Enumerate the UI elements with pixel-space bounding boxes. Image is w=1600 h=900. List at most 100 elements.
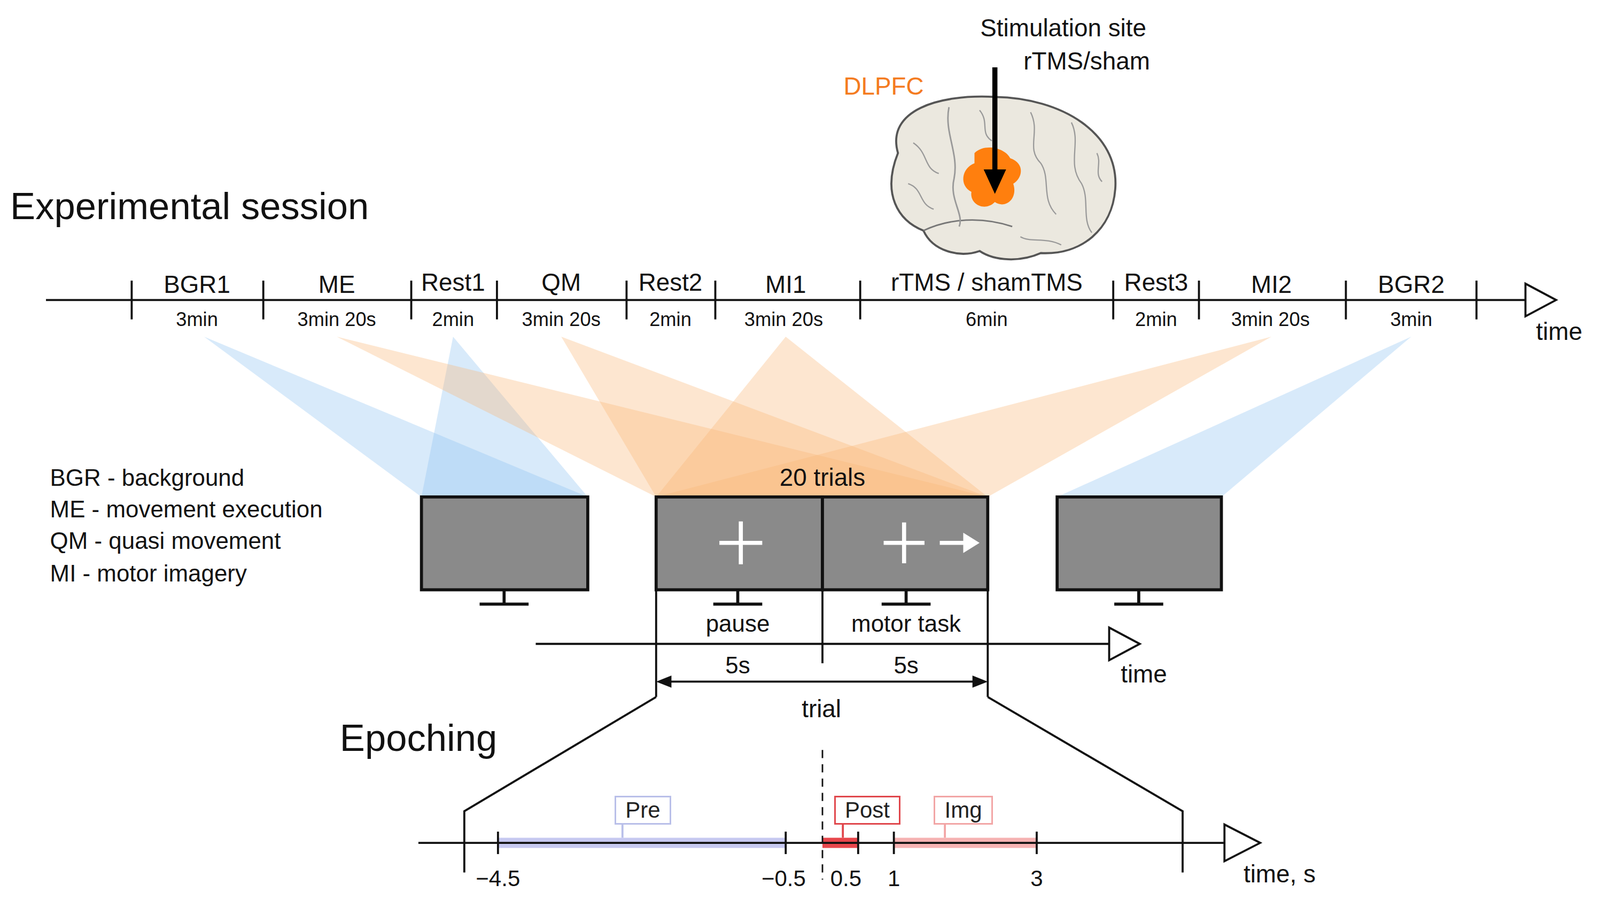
trial-boundary (986, 589, 989, 697)
tick-value: −4.5 (475, 865, 520, 892)
duration-label: 2min (1135, 308, 1178, 331)
brain-gyri (979, 110, 1102, 245)
phase-divider (821, 589, 824, 664)
duration-label: 3min (1389, 308, 1433, 331)
brain-illustration (891, 67, 1116, 260)
epoch-window-box: Post (834, 795, 901, 825)
abbreviation-entry: MI - motor imagery (50, 560, 247, 588)
span-label: trial (801, 695, 842, 724)
span-arrowhead (656, 675, 672, 688)
task-fan (656, 336, 1272, 497)
monitor-screen (421, 496, 588, 590)
monitor-stand (713, 602, 763, 606)
tick (1345, 280, 1348, 320)
tick (1198, 280, 1201, 320)
monitor-stand (502, 589, 506, 605)
monitor-stand (479, 602, 529, 606)
projection-fans (204, 336, 1412, 497)
leader-line (943, 824, 946, 838)
tick (262, 280, 265, 320)
phase-label: BGR2 (1377, 270, 1445, 299)
cue-arrow (940, 540, 967, 546)
tick (625, 280, 628, 320)
tick (1112, 280, 1115, 320)
monitor-stand (881, 602, 931, 606)
stimulation-arrowhead (983, 169, 1007, 194)
tick-value: −0.5 (761, 865, 806, 892)
tick (496, 831, 500, 854)
monitor-stand (1137, 589, 1141, 605)
phase-label: BGR1 (163, 270, 231, 299)
monitor-stand (736, 589, 740, 605)
axis-arrowhead (1224, 824, 1261, 862)
tick (130, 280, 134, 320)
phase-label: MI1 (765, 270, 806, 299)
monitor-stand (904, 589, 908, 605)
abbreviation-entry: QM - quasi movement (50, 527, 282, 555)
tick (857, 831, 860, 854)
tick (495, 280, 499, 320)
duration-label: 5s (893, 651, 919, 680)
monitor-screen (1057, 496, 1222, 590)
phase-label: Rest3 (1124, 268, 1189, 298)
monitor-screen (822, 496, 988, 590)
tick-value: 0.5 (830, 865, 862, 892)
brain-sulcus (923, 220, 1013, 231)
axis-label: time, s (1243, 860, 1316, 889)
phase-label: Rest1 (421, 268, 486, 298)
epoch-window-box: Img (933, 795, 993, 825)
dlpfc-region (963, 147, 1022, 207)
phase-label: QM (541, 268, 581, 298)
duration-label: 5s (725, 651, 750, 680)
leader-line (841, 824, 844, 838)
phase-label: Rest2 (638, 268, 703, 298)
stimulation-arrow (992, 67, 998, 172)
site-label: Stimulation site (980, 14, 1147, 43)
axis-arrowhead (1525, 283, 1557, 317)
tick (1035, 831, 1038, 854)
duration-label: 3min 20s (1231, 308, 1310, 331)
brain-sulcus (948, 106, 961, 227)
leader-line (621, 824, 624, 838)
fixation-cross (902, 522, 907, 564)
duration-label: 3min 20s (297, 308, 377, 331)
tick-value: 3 (1030, 865, 1043, 892)
region-label: DLPFC (843, 72, 924, 102)
onset-line (821, 749, 824, 880)
phase-label: rTMS / shamTMS (890, 268, 1083, 298)
period-label: motor task (851, 609, 961, 638)
duration-label: 2min (649, 308, 692, 331)
tick (1475, 280, 1478, 320)
epoch-window-box: Pre (614, 795, 672, 825)
window-label: Img (944, 797, 983, 823)
trial-count: 20 trials (779, 463, 866, 492)
cue-arrowhead (962, 532, 980, 554)
span-arrowhead (972, 675, 989, 688)
site-label: rTMS/sham (1023, 47, 1151, 76)
brain-gyri (907, 142, 939, 209)
duration-label: 2min (431, 308, 475, 331)
timeline-axis (45, 298, 1526, 301)
section-heading: Experimental session (10, 184, 369, 228)
tick (714, 280, 717, 320)
phase-label: MI2 (1251, 270, 1292, 299)
monitor-stand (1114, 602, 1164, 606)
duration-label: 6min (965, 308, 1008, 331)
section-heading: Epoching (339, 716, 498, 760)
axis-label: time (1120, 660, 1168, 689)
duration-label: 3min 20s (522, 308, 601, 331)
epoch-axis (418, 749, 1261, 880)
tick (859, 280, 862, 320)
brain-outline (891, 96, 1116, 260)
phase-label: ME (318, 270, 356, 299)
brain-gyri (1030, 112, 1093, 233)
window-label: Pre (625, 797, 660, 823)
window-label: Post (844, 797, 890, 823)
fixation-crosses (719, 521, 980, 565)
tick-value: 1 (887, 865, 900, 892)
tick (892, 831, 896, 854)
monitor-screen (656, 496, 823, 590)
tick (784, 831, 787, 854)
trial-boundary (655, 589, 658, 697)
